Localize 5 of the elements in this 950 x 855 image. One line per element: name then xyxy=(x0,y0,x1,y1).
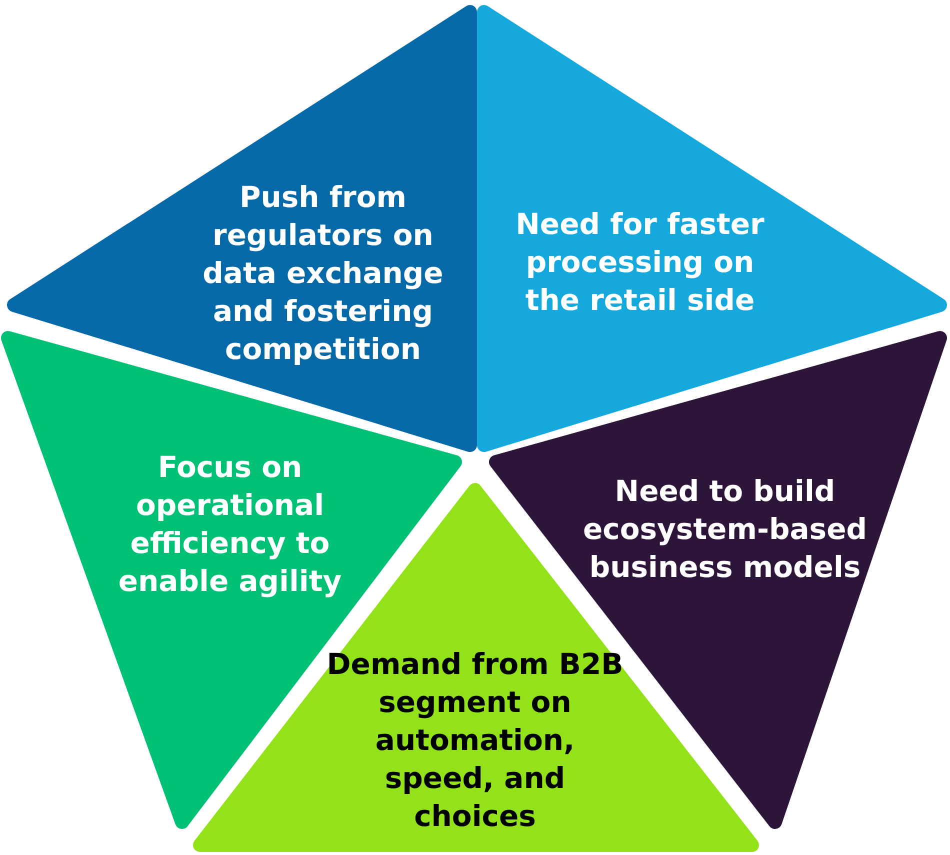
segment-text: Demand from B2B segment on automation, speed, and choices xyxy=(326,646,624,835)
segment-text: Focus on operational efficiency to enable agility xyxy=(117,449,343,600)
segment-text: Need for faster processing on the retail side xyxy=(514,206,766,319)
segment-text: Push from regulators on data exchange and fostering competition xyxy=(202,179,444,368)
segment-text: Need to build ecosystem-based business models xyxy=(582,473,868,586)
